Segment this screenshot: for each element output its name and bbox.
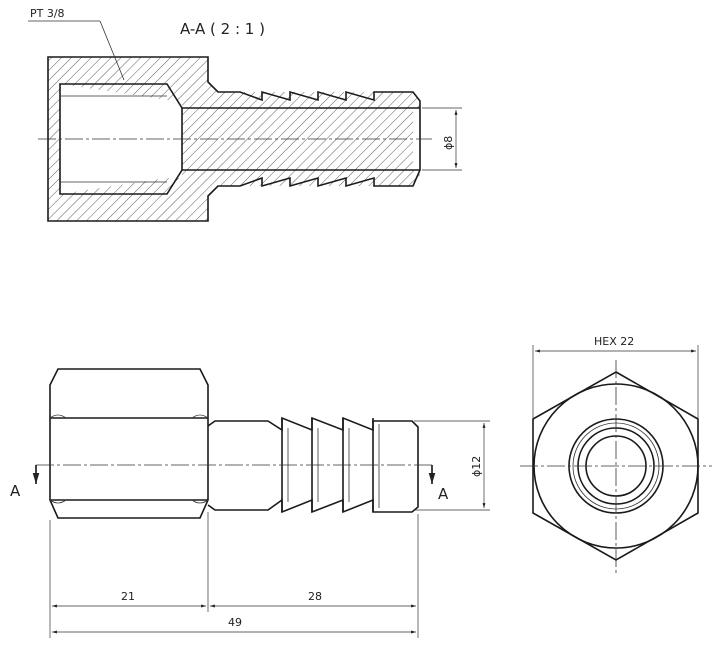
end-view: HEX 22 [520,335,712,576]
bore-dim-label: ϕ8 [442,136,455,150]
hex-label: HEX 22 [594,335,634,348]
section-mark-left: A [10,482,21,500]
dim-hex-label: 21 [121,590,135,603]
section-view: A-A ( 2 : 1 ) PT 3/8 ϕ8 [28,7,462,222]
hex-body [49,368,209,519]
thread-label: PT 3/8 [30,7,65,20]
barb-taper-lines [287,424,380,508]
section-mark-right: A [438,485,449,503]
dim-barb-label: 28 [308,590,322,603]
front-view: A A ϕ12 21 28 49 [10,368,490,638]
hex-chamfer-bottom [49,499,209,504]
section-title: A-A ( 2 : 1 ) [180,20,265,38]
dim-total-label: 49 [228,616,242,629]
hex-chamfer-top [49,414,209,419]
thread-leader-d [99,20,125,81]
barb-outline [207,416,419,514]
dia-dim-label: ϕ12 [470,456,483,477]
